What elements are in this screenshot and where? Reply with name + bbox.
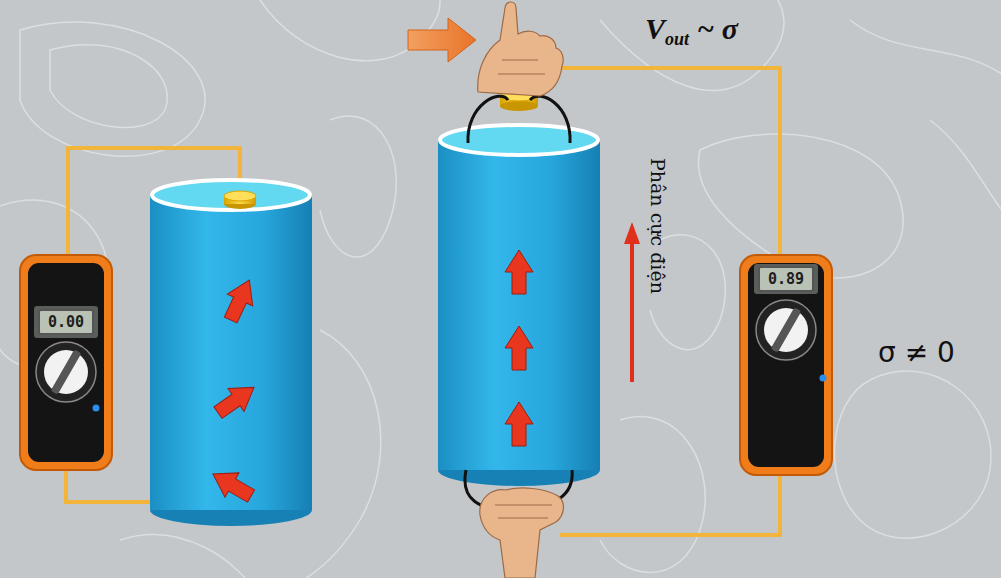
formula-part: V: [645, 12, 665, 45]
meter-reading: 0.00: [48, 313, 84, 331]
stress-label: σ ≠ 0: [878, 336, 955, 370]
crystal-cylinder: [438, 91, 600, 486]
multimeter: [20, 255, 112, 470]
crystal-cylinder: [150, 180, 312, 526]
meter-reading: 0.89: [768, 270, 804, 288]
formula-part: out: [665, 29, 689, 49]
multimeter: [740, 255, 832, 475]
formula: Vout ~ σ: [645, 12, 738, 50]
handle: [465, 96, 572, 510]
wire: [66, 68, 780, 535]
formula-part: ~ σ: [697, 12, 738, 45]
meter-display: 0.89: [758, 266, 814, 292]
hand: [478, 2, 564, 578]
polarization-arrow: [624, 222, 640, 382]
force-arrow: [408, 18, 476, 62]
axis-note: Phân cực điện: [646, 158, 669, 294]
meter-display: 0.00: [38, 309, 94, 335]
dipole-arrow: [206, 250, 533, 508]
